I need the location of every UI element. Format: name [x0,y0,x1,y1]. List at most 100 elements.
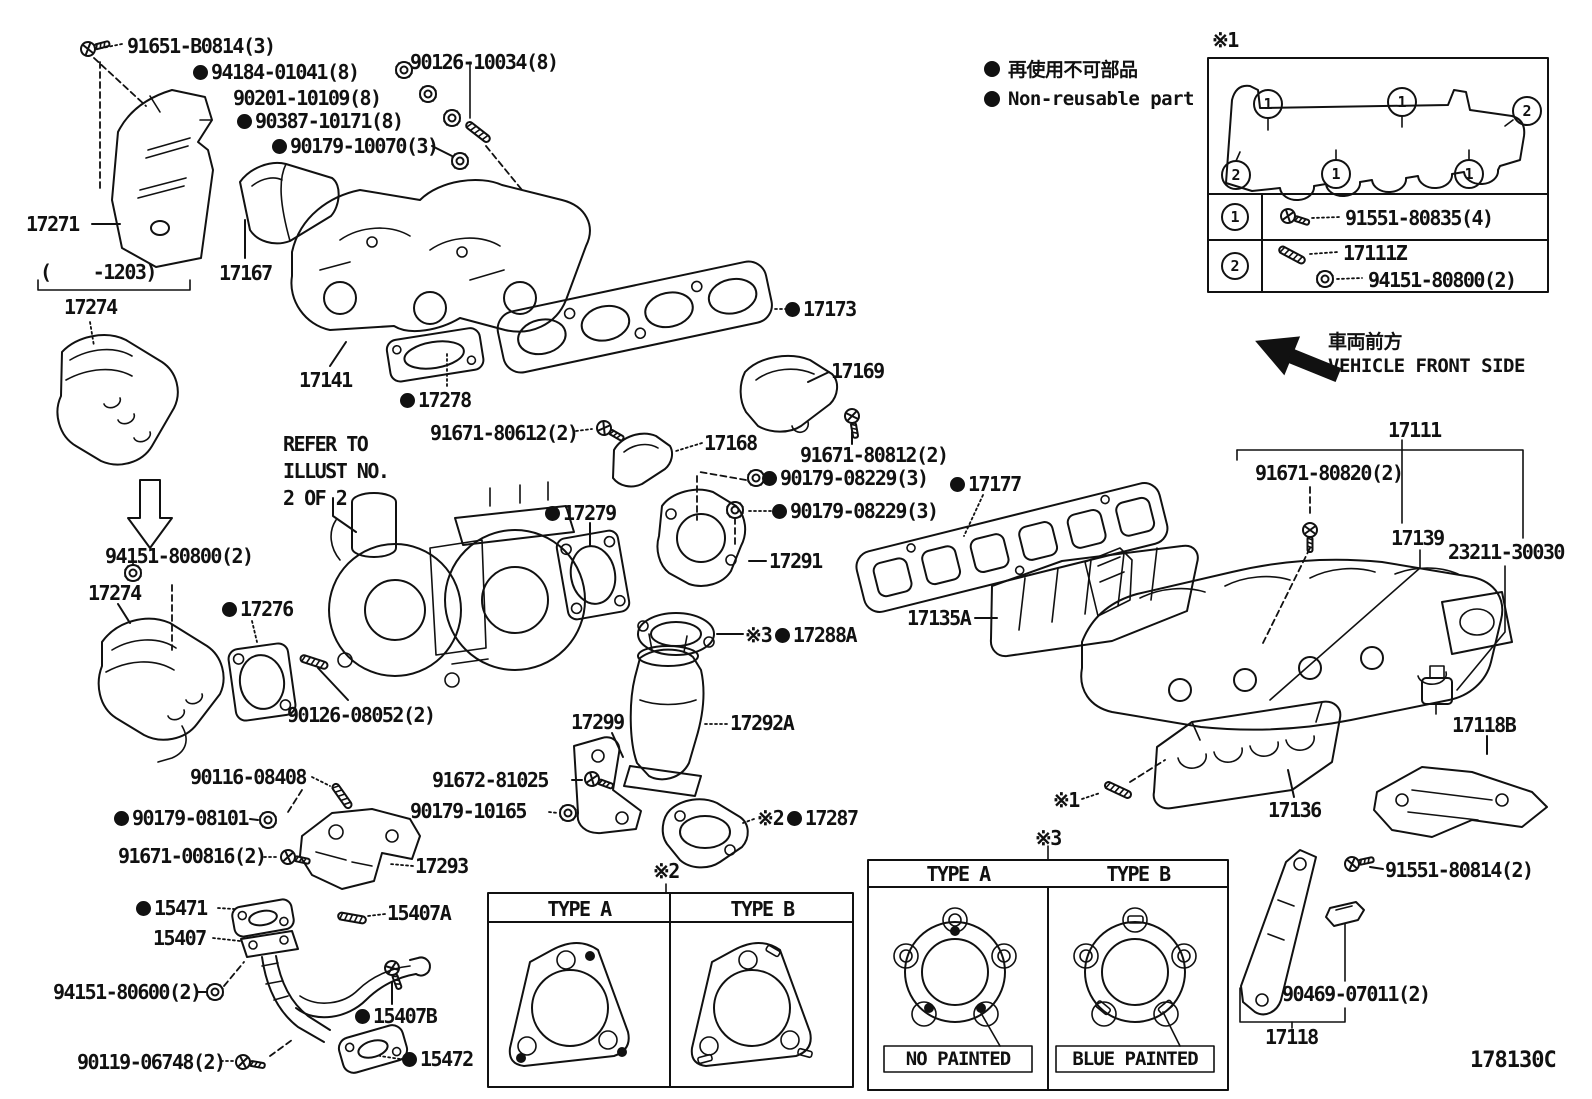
part-label[interactable]: 90179-10070(3) [272,134,439,158]
part-number: 17167 [219,261,273,285]
part-number: 17278 [418,388,472,412]
callout-number: 2 [1522,102,1531,120]
part-number: ILLUST NO. [283,459,390,483]
part-number: 17299 [571,710,625,734]
part-label[interactable]: 15407 [153,928,207,948]
part-label[interactable]: 17271 [26,214,80,234]
non-reusable-dot-icon [193,64,208,80]
part-label[interactable]: 17173 [785,299,857,319]
part-label[interactable]: 90126-10034(8) [410,52,559,72]
part-label[interactable]: 17118 [1265,1027,1319,1047]
part-label[interactable]: 90119-06748(2) [77,1050,226,1074]
part-label[interactable]: 17141 [299,370,353,390]
part-label[interactable]: 91672-81025 [432,770,549,790]
table-row-number: 2 [1230,257,1239,275]
part-number: 17293 [415,854,469,878]
part-label[interactable]: 17135A [907,608,972,628]
part-label[interactable]: 15472 [402,1049,474,1069]
part-number: 17292A [730,711,795,735]
part-label[interactable]: 17168 [704,433,758,453]
part-label[interactable]: 90387-10171(8) [237,109,404,133]
part-label[interactable]: 17111 [1388,420,1442,440]
part-label[interactable]: 91651-B0814(3) [127,34,276,58]
part-number: 17139 [1391,526,1445,550]
part-number: 90387-10171(8) [255,109,404,133]
part-label[interactable]: ※1 [1212,28,1239,52]
part-label[interactable]: ILLUST NO. [283,459,390,483]
type3-col-a: TYPE A [926,862,991,886]
part-number: 94184-01041(8) [211,60,360,84]
non-reusable-dot-icon [762,470,777,486]
bracket-17168 [613,434,672,487]
vehicle-front-jp: 車両前方 [1328,331,1403,353]
intake-manifold [1081,548,1512,730]
gasket-17141 [385,327,484,383]
part-label[interactable]: 17278 [400,388,472,412]
part-number: 91671-80612(2) [430,421,579,445]
part-label[interactable]: 17276 [222,599,294,619]
part-number: 15471 [154,896,208,920]
legend: 再使用不可部品 Non-reusable part [984,55,1194,110]
part-label[interactable]: 17136 [1268,800,1322,820]
part-label[interactable]: 15407A [387,903,452,923]
part-number: 90179-10070(3) [290,134,439,158]
part-label[interactable]: 91551-80814(2) [1385,860,1534,880]
non-reusable-dot-icon [984,60,1000,77]
part-label[interactable]: ※3 [1035,828,1062,848]
part-label[interactable]: 17274 [88,583,142,603]
non-reusable-dot-icon [950,476,965,492]
part-label[interactable]: 17169 [831,361,885,381]
part-label[interactable]: 17177 [950,472,1022,496]
part-label[interactable]: 94184-01041(8) [193,60,360,84]
part-label[interactable]: 90179-08101 [114,808,249,828]
part-number: 17177 [968,472,1022,496]
ref1-row2-part-b[interactable]: 94151-80800(2) [1368,268,1517,292]
part-label[interactable]: 2 OF 2 [283,488,348,508]
part-label[interactable]: 17279 [545,501,617,525]
heat-shield-17271 [112,90,213,267]
part-label[interactable]: REFER TO [283,434,369,454]
diagram-code: 178130C [1470,1048,1557,1073]
part-label[interactable]: 90201-10109(8) [233,86,382,110]
part-label[interactable]: 91671-00816(2) [118,846,267,866]
part-label[interactable]: 90126-08052(2) [287,705,436,725]
part-number: 17279 [563,501,617,525]
part-label[interactable]: 90179-08229(3) [762,468,929,488]
part-label[interactable]: ( -1203) [40,262,157,282]
ref1-row2-part-a[interactable]: 17111Z [1343,241,1409,265]
part-label[interactable]: 17292A [730,711,795,735]
part-label[interactable]: 15471 [136,896,208,920]
part-label[interactable]: 91671-80812(2) [800,445,949,465]
bracket-17293 [300,809,420,889]
part-label[interactable]: 90469-07011(2) [1282,984,1431,1004]
part-number: 90201-10109(8) [233,86,382,110]
part-number: 91651-B0814(3) [127,34,276,58]
part-label[interactable]: 17291 [769,551,823,571]
part-label[interactable]: 90116-08408 [190,767,307,787]
part-label[interactable]: ※1 [1053,790,1080,810]
part-label[interactable]: 91671-80820(2) [1255,463,1404,483]
part-label[interactable]: 90179-08229(3) [772,501,939,521]
part-number: 90119-06748(2) [77,1050,226,1074]
part-label[interactable]: ※2 [653,861,680,881]
part-label[interactable]: 17274 [64,297,118,317]
part-label[interactable]: 23211-30030 [1448,542,1565,562]
part-label[interactable]: 17167 [219,261,273,285]
part-label[interactable]: 17139 [1391,526,1445,550]
ref-box-1: 1 1 2 2 1 1 1 2 91551-80835(4) 17111Z 94… [1208,58,1548,292]
part-label[interactable]: 17299 [571,710,625,734]
part-label[interactable]: 15407B [355,1006,438,1026]
part-label[interactable]: 94151-80800(2) [105,546,254,566]
part-number: ※1 [1212,28,1239,52]
part-number: 17287 [804,806,859,830]
gasket-17177 [853,480,1171,616]
ref1-row1-part[interactable]: 91551-80835(4) [1345,206,1494,230]
part-label[interactable]: 17118B [1452,715,1517,735]
part-label[interactable]: 90179-10165 [410,801,527,821]
part-label[interactable]: 94151-80600(2) [53,982,202,1002]
part-label[interactable]: 17293 [415,854,469,878]
part-label[interactable]: 91671-80612(2) [430,421,579,445]
